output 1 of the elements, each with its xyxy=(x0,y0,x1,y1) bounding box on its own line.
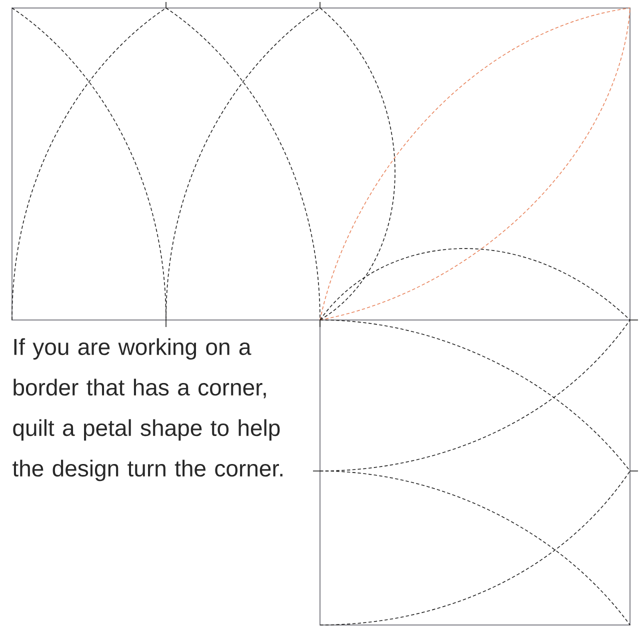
instruction-text: If you are working on a border that has a corner, quilt a petal shape to help the design turn the corner. xyxy=(12,338,282,482)
